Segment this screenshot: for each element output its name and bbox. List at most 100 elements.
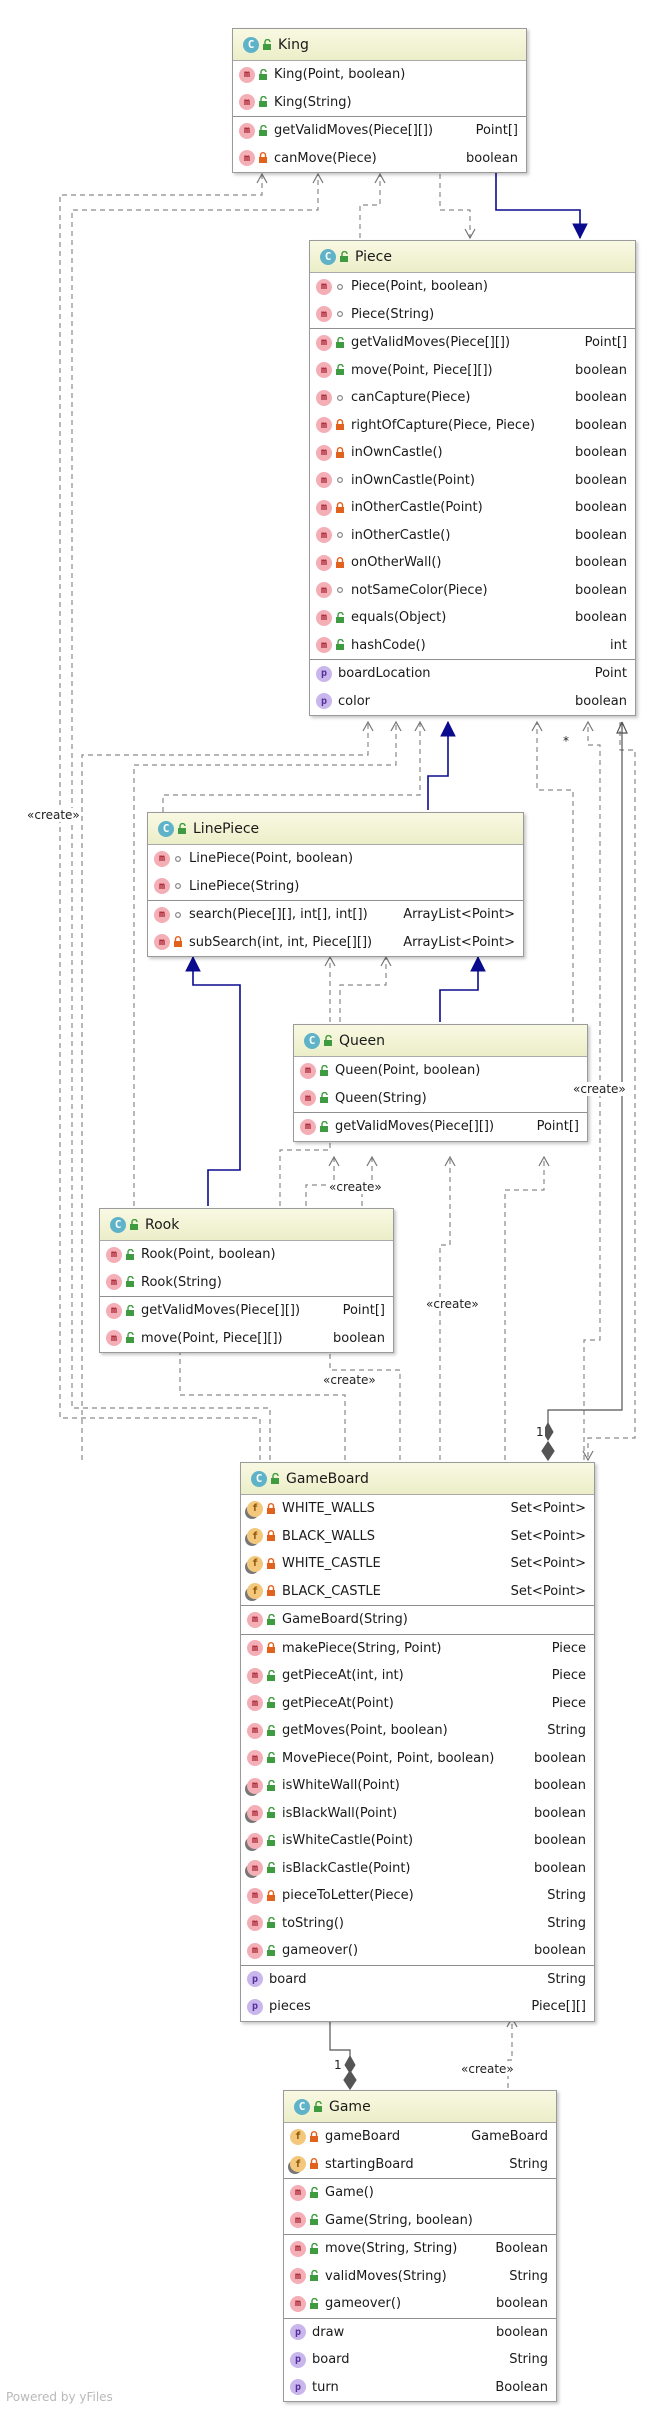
public-visibility-icon (125, 1276, 135, 1288)
member-type: String (547, 1971, 586, 1987)
method-icon: m (300, 1090, 316, 1107)
class-name: LinePiece (193, 820, 260, 837)
composition-game-gameboard (329, 2018, 356, 2074)
dependency-gameboard-piece (582, 720, 601, 1460)
member-type: boolean (496, 2324, 548, 2340)
public-visibility-icon (339, 250, 349, 263)
class-header: C LinePiece (148, 813, 523, 845)
method-icon: m (106, 1246, 122, 1263)
member-type: Set<Point> (510, 1556, 586, 1572)
dependency-create-rook (324, 1342, 401, 1460)
package-visibility-icon (173, 909, 183, 921)
member-label: search(Piece[][], int[], int[]) (189, 907, 368, 923)
member-type: Point[] (342, 1303, 385, 1319)
public-visibility-icon (309, 2186, 319, 2199)
dependency-create-gameboard (506, 2016, 518, 2088)
member-label: GameBoard(String) (282, 1612, 408, 1628)
member-label: onOtherWall() (351, 555, 442, 571)
package-visibility-icon (335, 392, 345, 404)
private-visibility-icon (309, 2130, 319, 2143)
composition-gameboard-piece-head (616, 721, 628, 734)
method-icon: m (290, 2184, 306, 2201)
member-label: turn (312, 2379, 339, 2395)
private-visibility-icon (266, 1530, 276, 1542)
dependency-rook-queen (305, 1155, 340, 1206)
class-icon: C (158, 820, 174, 837)
member-label: Piece(String) (351, 306, 435, 322)
package-visibility-icon (335, 584, 345, 596)
